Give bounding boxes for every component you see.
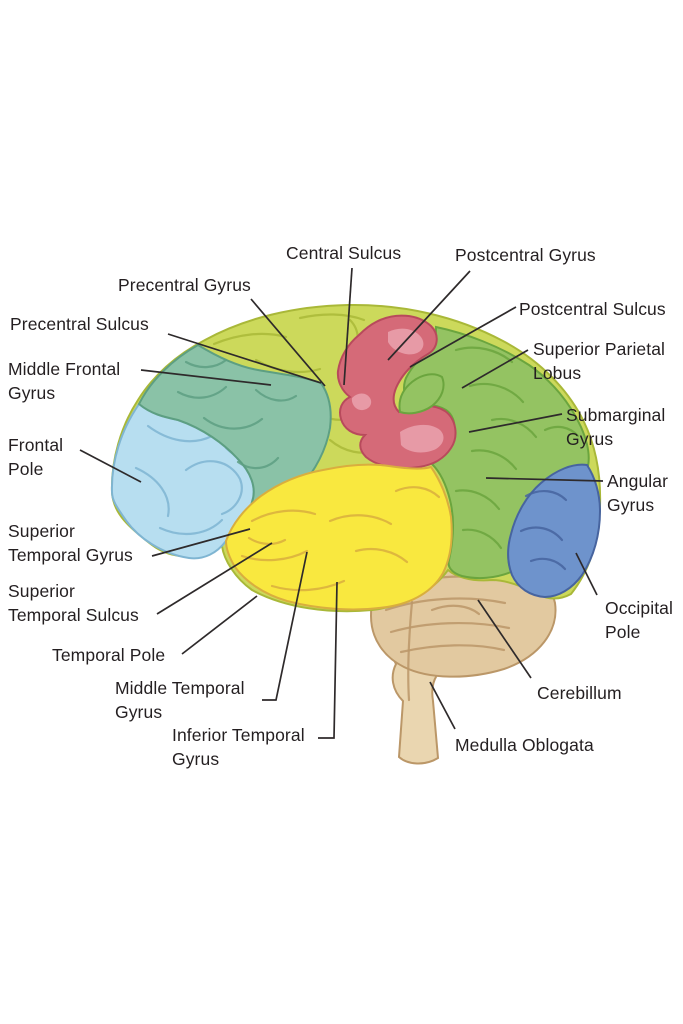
label-middle-frontal-gyrus: Middle Frontal Gyrus bbox=[8, 359, 121, 403]
parietal-tongue bbox=[398, 373, 445, 415]
label-central-sulcus: Central Sulcus bbox=[286, 243, 402, 263]
leader-superior-temporal-gyrus bbox=[151, 528, 251, 557]
label-angular-gyrus: Angular Gyrus bbox=[607, 471, 669, 515]
label-precentral-sulcus: Precentral Sulcus bbox=[10, 314, 149, 334]
middle-frontal-sulci bbox=[176, 358, 298, 470]
leader-superior-parietal-lobus bbox=[461, 349, 529, 389]
central-gyri-highlights bbox=[351, 328, 444, 453]
occipital-sulci bbox=[519, 490, 568, 571]
label-superior-temporal-gyrus: Superior Temporal Gyrus bbox=[8, 521, 133, 565]
leader-cerebillum bbox=[477, 599, 532, 679]
label-cerebillum: Cerebillum bbox=[537, 683, 622, 703]
leader-postcentral-sulcus bbox=[409, 306, 517, 368]
label-temporal-pole: Temporal Pole bbox=[52, 645, 166, 665]
label-superior-parietal-lobus: Superior Parietal Lobus bbox=[533, 339, 666, 383]
leader-temporal-pole bbox=[181, 595, 258, 655]
label-medulla-oblogata: Medulla Oblogata bbox=[455, 735, 594, 755]
leader-submarginal-gyrus bbox=[468, 413, 563, 433]
leader-precentral-sulcus bbox=[167, 333, 322, 384]
leader-medulla-oblogata bbox=[429, 681, 456, 730]
leader-angular-gyrus bbox=[485, 477, 604, 482]
leader-occipital-pole bbox=[575, 552, 598, 596]
occipital-region bbox=[507, 463, 602, 599]
label-postcentral-gyrus: Postcentral Gyrus bbox=[455, 245, 596, 265]
leader-superior-temporal-sulcus bbox=[156, 542, 273, 615]
label-middle-temporal-gyrus: Middle Temporal Gyrus bbox=[115, 678, 245, 722]
leader-inferior-temporal-gyrus bbox=[318, 581, 338, 739]
label-frontal-pole: Frontal Pole bbox=[8, 435, 64, 479]
label-precentral-gyrus: Precentral Gyrus bbox=[118, 275, 251, 295]
label-submarginal-gyrus: Submarginal Gyrus bbox=[566, 405, 666, 449]
leader-middle-frontal-gyrus bbox=[140, 369, 272, 386]
leader-postcentral-gyrus bbox=[387, 270, 471, 361]
leader-lines bbox=[79, 267, 604, 739]
leader-frontal-pole bbox=[79, 449, 142, 483]
leader-middle-temporal-gyrus bbox=[262, 551, 308, 701]
label-occipital-pole: Occipital Pole bbox=[605, 598, 674, 642]
label-inferior-temporal-gyrus: Inferior Temporal Gyrus bbox=[172, 725, 305, 769]
temporal-region bbox=[224, 463, 453, 611]
leader-precentral-gyrus bbox=[250, 298, 326, 387]
label-postcentral-sulcus: Postcentral Sulcus bbox=[519, 299, 666, 319]
label-superior-temporal-sulcus: Superior Temporal Sulcus bbox=[8, 581, 139, 625]
leader-central-sulcus bbox=[343, 267, 353, 386]
